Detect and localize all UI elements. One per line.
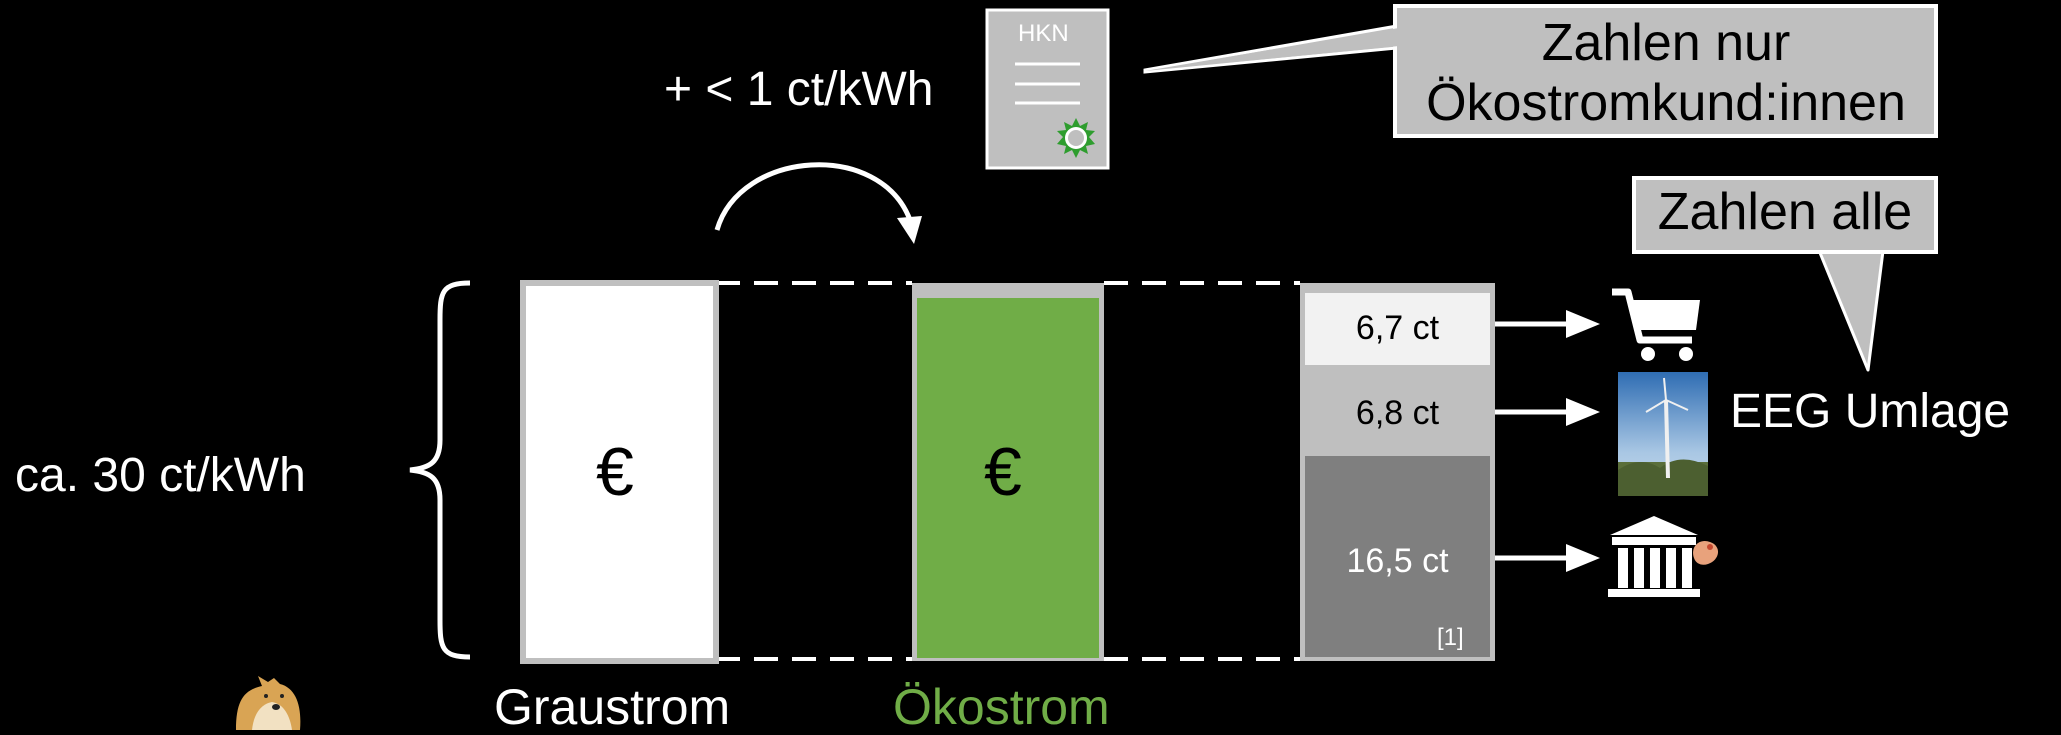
breakdown-value-2: 6,8 ct xyxy=(1355,394,1440,432)
oekostrom-bar xyxy=(917,298,1099,658)
dashed-connectors xyxy=(716,281,1300,661)
graustrom-bar xyxy=(520,280,719,664)
breakdown-value-3: 16,5 ct xyxy=(1346,542,1449,580)
surcharge-label: + < 1 ct/kWh xyxy=(664,63,934,116)
total-price-label: ca. 30 ct/kWh xyxy=(15,449,306,502)
breakdown-segment-1 xyxy=(1305,293,1490,365)
breakdown-value-1: 6,7 ct xyxy=(1355,309,1440,347)
wind-turbine-photo xyxy=(1618,372,1708,496)
government-building-icon xyxy=(1608,516,1719,597)
oekostrom-label: Ökostrom xyxy=(893,679,1110,735)
certificate-label: HKN xyxy=(1018,20,1069,47)
shopping-cart-icon xyxy=(1612,288,1700,361)
callout-green-customers xyxy=(1143,4,1938,138)
callout-everyone-text: Zahlen alle xyxy=(1657,183,1913,241)
breakdown-segment-2 xyxy=(1305,365,1490,456)
oekostrom-euro-symbol: € xyxy=(984,434,1022,510)
certificate-icon xyxy=(985,8,1110,170)
eeg-umlage-label: EEG Umlage xyxy=(1730,385,2011,438)
doge-image xyxy=(236,676,301,730)
curly-brace xyxy=(409,280,471,660)
callout-everyone xyxy=(1632,176,1938,372)
graustrom-euro-symbol: € xyxy=(596,434,634,510)
footnote-reference: [1] xyxy=(1437,624,1464,651)
curved-arrow xyxy=(714,162,922,244)
graustrom-label: Graustrom xyxy=(494,679,731,735)
callout-green-customers-text: Zahlen nur Ökostromkund:innen xyxy=(1426,14,1906,132)
breakdown-arrows xyxy=(1495,310,1600,572)
breakdown-segment-3 xyxy=(1305,456,1490,657)
